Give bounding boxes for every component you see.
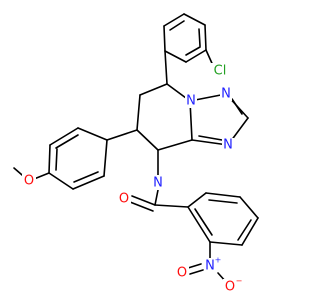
bond [204,24,207,51]
svg-text:N: N [153,176,163,191]
svg-text:N: N [205,259,215,274]
molecule-structure: Cl N N N N O O N + [13,13,259,295]
bridgehead-nitrogen-atom: N [185,94,197,109]
chlorine-atom: Cl [209,63,229,79]
amide-nitrogen-atom: N [152,175,164,191]
bond [205,192,241,198]
nitro-oxygen-atom: O [175,266,189,281]
svg-text:O: O [24,174,34,189]
atom-labels: Cl N N N N O O N + [22,63,242,295]
bond [169,20,185,31]
bond [239,196,259,219]
bond [241,217,259,246]
bond [157,139,193,151]
bond [187,263,202,269]
bond [55,148,58,171]
methoxy-oxygen-atom: O [22,174,36,189]
bond [55,134,79,149]
triazole-nitrogen-atom: N [220,87,232,102]
svg-text:+: + [215,256,222,265]
bond [208,199,238,204]
svg-text:O: O [177,266,187,281]
bond [185,46,201,56]
bond [77,127,108,141]
bond [209,241,243,246]
bond [48,172,74,190]
bond [187,206,211,243]
bond [48,144,51,174]
bond [136,129,159,151]
bond-lines [13,13,259,284]
svg-text:N: N [186,94,196,109]
svg-text:−: − [236,277,243,286]
bond [185,49,207,63]
bond [154,189,159,206]
bond [198,28,201,47]
bond [49,127,79,146]
bond [136,94,141,131]
bond [106,129,138,141]
bond [73,171,99,183]
svg-text:N: N [221,87,231,102]
bond [163,25,166,52]
nitro-oxygen-minus-atom: O − [223,277,242,295]
svg-text:O: O [225,280,235,295]
svg-text:Cl: Cl [214,64,227,79]
carbonyl-oxygen-atom: O [117,192,131,207]
bond [189,269,204,275]
bond [154,204,189,208]
bond [103,139,108,177]
svg-text:O: O [119,192,129,207]
bond [139,83,168,96]
svg-text:N: N [223,138,233,153]
bond [198,135,223,141]
bond [164,50,187,63]
bond [194,208,213,236]
bond [164,50,168,85]
nitro-nitrogen-atom: N + [204,256,221,274]
bond [183,13,206,26]
triazole-nitrogen-atom: N [222,138,234,153]
bond [187,192,207,208]
bond [237,219,252,241]
bond [72,175,105,190]
bond [231,98,243,115]
bond [163,13,185,27]
bond [129,201,154,212]
bond [131,195,156,206]
